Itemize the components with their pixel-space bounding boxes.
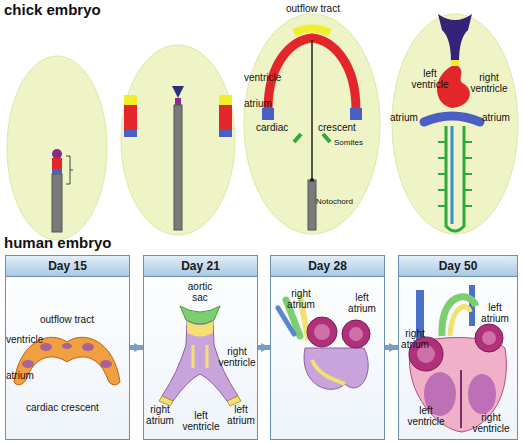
outflow-field [124,95,137,105]
outflow-segment [187,321,213,337]
atrium-interior [482,331,496,345]
anatomy-label: left ventricle [408,68,452,90]
crescent-spot [40,343,52,351]
atrium-field [350,108,362,120]
day-heading: Day 15 [6,256,129,277]
day-panel: Day 21 [143,255,258,440]
atrium-interior [314,324,330,340]
heart-body [409,338,506,433]
looped-ventricle [437,66,470,108]
outflow-field [219,95,232,105]
human-day-28 [278,296,370,389]
cardiac-crescent [14,337,120,385]
outflow-field [451,60,459,66]
anatomy-label: atrium [482,112,510,123]
loop-band [312,360,345,384]
somite-mark [294,134,330,142]
head-fold [175,98,181,105]
heart-tube [162,321,238,401]
vessel [416,290,424,340]
embryo-oval [392,14,518,234]
anatomy-label: ventricle [244,72,281,83]
ventricle-field [124,105,137,129]
aortic-sac [180,306,220,324]
atrium-field [219,129,232,137]
vessel [442,297,476,336]
atrium-field [52,169,62,174]
section-heading: human embryo [4,235,112,252]
human-day-15 [14,337,120,385]
anatomy-label: Notochord [316,198,353,207]
stage-arrow [258,345,270,350]
ventricle-field [219,105,232,129]
ventricle-chamber [424,372,456,416]
left-atrium-shape [342,320,370,348]
tube-streak [193,345,207,368]
atrium-field [124,129,137,137]
node-tip [172,86,184,98]
right-atrium-shape [307,317,337,347]
crescent-spot [82,343,94,351]
outflow-arc [294,29,330,34]
anatomy-label: Somites [334,139,363,148]
day-heading: Day 21 [144,256,257,277]
axial-tissue [52,174,62,232]
day-heading: Day 28 [271,256,384,277]
day-panel: Day 50 [398,255,518,440]
atrium-interior [417,345,435,363]
ventricle-arc [268,38,356,110]
embryo-oval [244,14,380,234]
head-fold [52,149,62,159]
day-heading: Day 50 [399,256,517,277]
chick-stage-2 [121,45,235,235]
neural-tube [446,126,464,231]
septum [460,370,462,428]
vessel [469,285,475,326]
anatomy-label: atrium [390,112,418,123]
human-day-50 [409,285,506,432]
outflow-tract [438,14,472,62]
stage-arrow [130,345,143,350]
embryo-oval [7,56,107,240]
crescent-spot [22,360,34,368]
vessel [300,296,308,338]
vessel [286,300,300,336]
crescent-spot [100,360,112,368]
ventricle-loop [304,348,368,389]
atria-band [424,116,480,122]
anatomy-label: right ventricle [466,72,512,94]
day-panel: Day 28 [270,255,385,440]
anatomy-label: outflow tract [286,3,340,14]
vessel [450,307,470,336]
anatomy-label: atrium [244,98,272,109]
axial-tissue [308,180,316,230]
atrium-interior [349,327,363,341]
anatomy-label: crescent [318,122,356,133]
stage-arrow [385,345,398,350]
right-atrium-shape [409,337,443,371]
atrium-field [262,108,274,120]
day-panel: Day 15 [5,255,130,440]
somite-mark [438,142,472,206]
section-heading: chick embryo [4,2,101,19]
vessel [278,308,294,334]
axial-tissue [174,105,182,230]
notochord-line [311,40,313,180]
ventricle-field [52,158,62,169]
left-atrium-shape [475,324,503,352]
anatomy-label: cardiac [256,122,288,133]
node-dot [310,178,314,182]
chick-stage-3 [244,14,380,234]
notochord-line [451,126,454,224]
human-day-21 [159,306,241,406]
embryo-oval [121,45,235,235]
bracket [66,156,73,184]
chick-stage-4 [392,14,518,234]
chick-stage-1 [7,56,107,240]
inflow-tip [159,396,241,406]
ventricle-chamber [468,374,496,414]
crescent-spot [62,343,72,349]
